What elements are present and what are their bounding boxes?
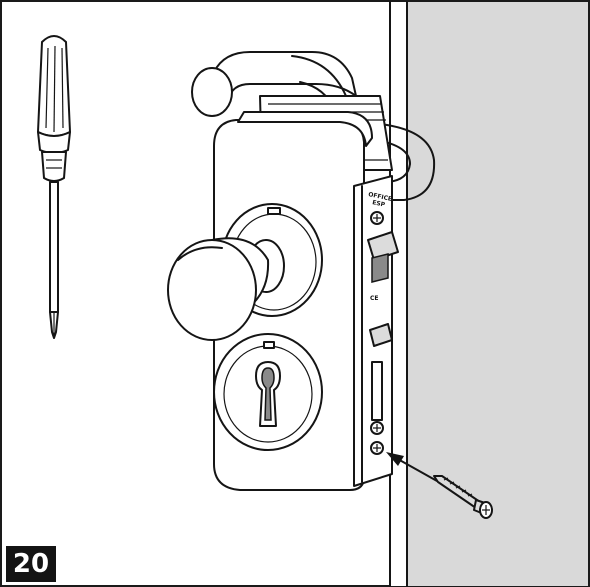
door-knob <box>167 203 323 341</box>
cylinder-rosette <box>213 333 323 451</box>
faceplate-sublabel: ESP <box>372 199 387 209</box>
faceplate-label: OFFICE <box>368 191 393 203</box>
screw-icon <box>433 475 493 519</box>
step-number-badge: 20 <box>6 546 56 582</box>
screwdriver-icon <box>37 35 71 339</box>
faceplate-details: OFFICE ESP CE <box>367 191 399 455</box>
door-panel <box>389 1 588 587</box>
ce-mark: CE <box>370 295 379 302</box>
